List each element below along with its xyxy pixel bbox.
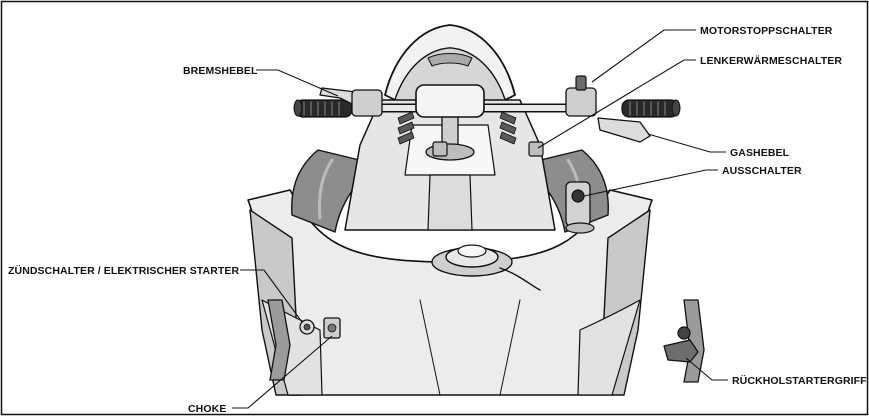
hood-seam-right (499, 299, 521, 396)
gauge-hood (427, 53, 473, 67)
fuel-cap-tether (499, 267, 541, 291)
leader-choke (232, 335, 333, 409)
left-switch-housing (351, 89, 383, 117)
recoil-starter-handle (663, 339, 699, 363)
snowmobile-illustration (247, 24, 705, 396)
leader-bremshebel (256, 69, 339, 97)
label-zuendschalter: ZÜNDSCHALTER / ELEKTRISCHER STARTER (8, 264, 240, 277)
leader-ausschalter (583, 169, 718, 197)
choke-knob-center (327, 323, 337, 333)
handlebar-pad (415, 84, 485, 118)
right-switch-housing (565, 87, 597, 117)
label-lenkerwaermeschalter: LENKERWÄRMESCHALTER (700, 54, 842, 67)
left-grip-end (293, 99, 303, 117)
left-grip-ribs (303, 101, 340, 116)
recoil-starter-grommet (677, 326, 691, 340)
leader-gashebel (647, 133, 726, 153)
fuel-cap-top (457, 244, 487, 258)
label-gashebel: GASHEBEL (730, 147, 790, 159)
leader-motorstopp (591, 29, 696, 83)
left-vents (397, 111, 415, 145)
grip-warmer-switch (528, 141, 544, 157)
off-switch (571, 189, 585, 203)
label-motorstoppschalter: MOTORSTOPPSCHALTER (700, 25, 833, 37)
leader-zuendschalter (240, 269, 303, 323)
label-ausschalter: AUSSCHALTER (722, 165, 802, 177)
kill-switch-knob (575, 75, 587, 91)
ignition-keyhole (303, 323, 311, 331)
callout-labels: MOTORSTOPPSCHALTER LENKERWÄRMESCHALTER B… (8, 25, 867, 415)
label-rueckholstartergriff: RÜCKHOLSTARTERGRIFF (732, 374, 867, 387)
leader-rueckholstarter (685, 357, 728, 381)
throttle-lever (597, 117, 651, 143)
left-fairing-highlight (318, 158, 334, 220)
leader-lines (232, 29, 728, 409)
hood-seam-left (419, 299, 441, 396)
right-skirt (577, 299, 641, 396)
label-choke: CHOKE (188, 403, 226, 415)
right-grip-ribs (629, 101, 666, 116)
left-lift-handle (267, 299, 291, 381)
cupholder (565, 222, 595, 234)
right-vents (499, 111, 517, 145)
right-grip-end (671, 99, 681, 117)
tether-pod (565, 181, 591, 227)
leader-lenkerwaerme (537, 59, 696, 149)
left-console-switch (432, 141, 448, 157)
label-bremshebel: BREMSHEBEL (183, 65, 258, 77)
steering-post-cover (427, 174, 473, 231)
